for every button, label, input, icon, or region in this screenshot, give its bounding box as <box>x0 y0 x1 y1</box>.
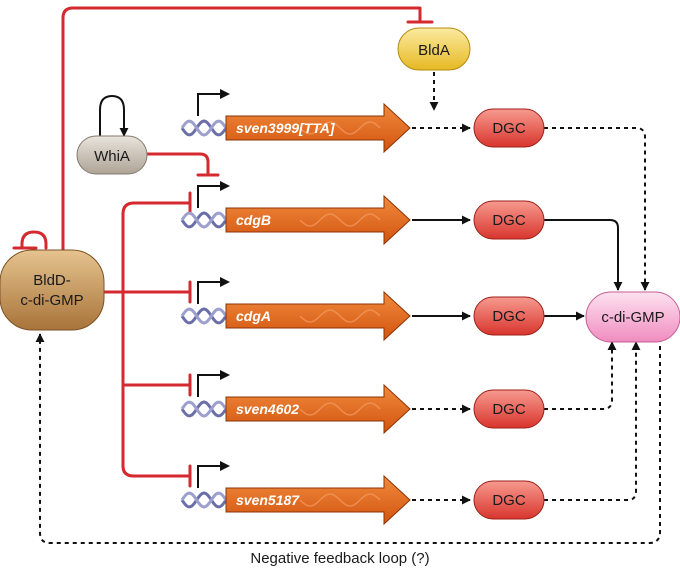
dgc-nodes: DGC DGC DGC DGC DGC <box>473 108 545 520</box>
gene-row: sven5187 <box>180 461 411 526</box>
dgc-label: DGC <box>492 492 526 509</box>
gene-label: sven5187 <box>236 492 300 508</box>
promoter-arrowhead <box>220 89 230 99</box>
dgc-label: DGC <box>492 401 526 418</box>
gene-label: sven4602 <box>236 401 299 417</box>
cdigmp-label: c-di-GMP <box>601 309 664 326</box>
bldd-label-line1: BldD- <box>33 272 71 289</box>
promoter-arrow <box>197 185 222 208</box>
promoter-arrow <box>197 465 222 488</box>
gene-arrow <box>225 290 411 342</box>
dgc-label: DGC <box>492 308 526 325</box>
promoter-arrowhead <box>220 370 230 380</box>
gene-arrow <box>225 102 411 154</box>
dna-helix-icon <box>180 119 228 137</box>
promoter-arrow <box>197 374 222 397</box>
gene-label: cdgA <box>236 308 271 324</box>
dgc1-cdigmp-arrow <box>544 127 650 291</box>
dna-helix-icon <box>180 307 228 325</box>
repression-trunk-bldd <box>121 201 192 478</box>
gene-row: sven4602 <box>180 370 411 435</box>
promoter-arrowhead <box>220 277 230 287</box>
gene-label: cdgB <box>236 212 271 228</box>
dgc4-cdigmp-arrow <box>544 341 617 410</box>
feedback-caption: Negative feedback loop (?) <box>250 550 429 567</box>
dgc2-cdigmp-arrow <box>544 219 623 291</box>
gene-row: cdgB <box>180 181 411 246</box>
promoter-arrowhead <box>220 461 230 471</box>
gene-arrow <box>225 383 411 435</box>
gene-row: cdgA <box>180 277 411 342</box>
whia-node <box>76 135 148 175</box>
dna-helix-icon <box>180 491 228 509</box>
whia-label: WhiA <box>94 148 130 165</box>
bldd-label-line2: c-di-GMP <box>20 292 83 309</box>
dgc-node: DGC <box>473 389 545 429</box>
blda-node <box>397 27 471 71</box>
dna-helix-icon <box>180 400 228 418</box>
gene-arrow <box>225 194 411 246</box>
promoter-arrow <box>197 281 222 304</box>
dgc-node: DGC <box>473 480 545 520</box>
promoter-arrow <box>197 93 222 116</box>
gene-arrow <box>225 474 411 526</box>
blda-label: BldA <box>418 42 450 59</box>
dgc5-cdigmp-arrow <box>544 341 641 501</box>
repression-edge-whia-cdgb <box>144 152 210 177</box>
dgc-label: DGC <box>492 120 526 137</box>
whia-self-activation-arrow <box>99 94 129 138</box>
promoter-arrowhead <box>220 181 230 191</box>
gene-label: sven3999[TTA] <box>236 120 336 136</box>
gene-row: sven3999[TTA] <box>180 89 411 154</box>
dgc-node: DGC <box>473 108 545 148</box>
dgc-label: DGC <box>492 212 526 229</box>
cdigmp-node <box>585 291 680 343</box>
repression-edge-bldd-blda <box>61 6 422 264</box>
gene-rows: sven3999[TTA] cdgB cdgA sven4602 sven5187 <box>180 89 411 526</box>
bldd-cdigmp-node <box>0 249 105 331</box>
dna-helix-icon <box>180 211 228 229</box>
repression-edge-bldd-self <box>20 230 48 250</box>
dgc-node: DGC <box>473 296 545 336</box>
dgc-node: DGC <box>473 200 545 240</box>
